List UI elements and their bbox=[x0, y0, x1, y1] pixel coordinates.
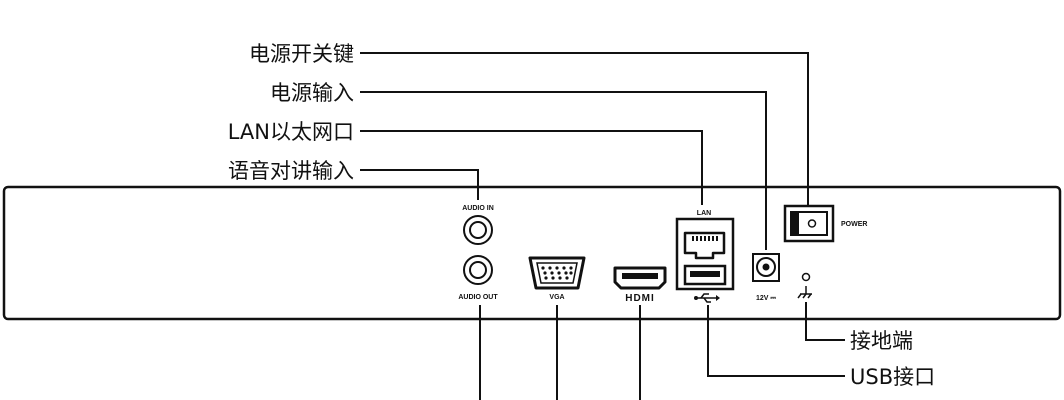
callout-audio-in-talk: 语音对讲输入 bbox=[228, 159, 354, 183]
label-lan: LAN bbox=[697, 210, 711, 217]
leader-line-audio-in bbox=[360, 169, 479, 200]
device-rear-panel bbox=[2, 185, 1062, 321]
callout-power-switch: 电源开关键 bbox=[249, 42, 354, 66]
audio-out-jack-icon bbox=[463, 255, 493, 285]
label-power: POWER bbox=[841, 221, 867, 228]
leader-line-power-input bbox=[360, 91, 767, 250]
dc-power-jack-icon bbox=[752, 253, 780, 282]
leader-line-power-switch bbox=[360, 52, 809, 205]
leader-line-usb bbox=[707, 305, 845, 377]
label-audio-in: AUDIO IN bbox=[462, 205, 494, 212]
ground-icon bbox=[797, 286, 812, 299]
leader-line-lan bbox=[360, 130, 703, 205]
power-switch-icon bbox=[783, 204, 835, 243]
label-vga: VGA bbox=[549, 294, 564, 301]
usb-icon bbox=[694, 293, 720, 303]
vga-port-icon bbox=[528, 256, 586, 290]
callout-power-input: 电源输入 bbox=[270, 81, 354, 105]
label-audio-out: AUDIO OUT bbox=[458, 294, 498, 301]
callout-usb-port: USB接口 bbox=[850, 365, 935, 389]
audio-in-jack-icon bbox=[463, 215, 493, 245]
label-hdmi: HDMI bbox=[625, 293, 655, 304]
leader-line-ground bbox=[805, 302, 845, 341]
usb-port-icon bbox=[683, 264, 727, 286]
rj45-port-icon bbox=[683, 231, 726, 260]
label-dc-12v: 12V ⎓ bbox=[756, 295, 776, 302]
ground-terminal bbox=[801, 272, 811, 282]
callout-lan-port: LAN以太网口 bbox=[228, 120, 354, 144]
hdmi-port-icon bbox=[613, 266, 667, 290]
callout-ground: 接地端 bbox=[850, 329, 913, 353]
